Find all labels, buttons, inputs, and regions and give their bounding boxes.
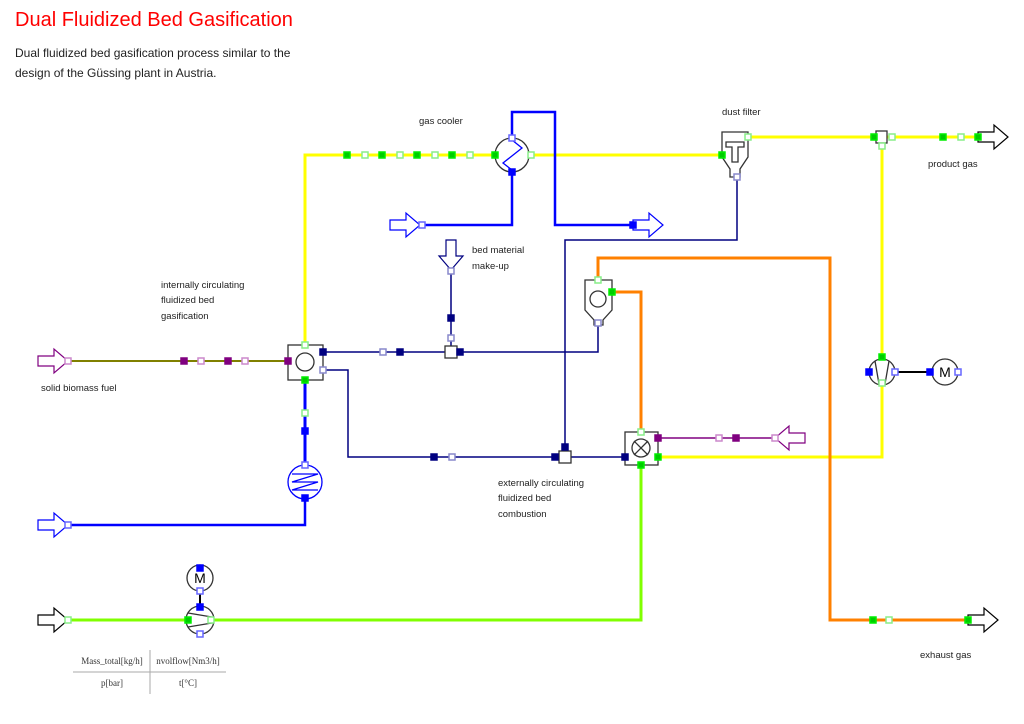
svg-text:M: M: [194, 570, 206, 586]
combustion-label: externally circulating: [498, 478, 584, 489]
stream-cooling-water-in[interactable]: [422, 172, 514, 227]
legend-pressure: p[bar]: [101, 678, 123, 688]
page-title: Dual Fluidized Bed Gasification: [15, 9, 293, 31]
dust-filter-unit[interactable]: [721, 131, 749, 178]
bed-material-label: bed material: [472, 245, 524, 256]
stream-steam[interactable]: [68, 498, 307, 527]
bed-material-source-arrow[interactable]: [437, 239, 465, 271]
exhaust-gas-label: exhaust gas: [920, 650, 971, 661]
streams: [68, 110, 978, 622]
gasifier-label: internally circulating: [161, 280, 244, 291]
cooling-water-source-arrow[interactable]: [389, 211, 421, 239]
stream-recycle-gas[interactable]: [658, 143, 884, 459]
biomass-label: solid biomass fuel: [41, 383, 117, 394]
legend-volflow: nvolflow[Nm3/h]: [156, 656, 220, 666]
gasifier-unit[interactable]: [287, 344, 324, 381]
product-gas-sink-arrow[interactable]: [977, 123, 1009, 151]
steam-superheater-unit[interactable]: [287, 464, 323, 500]
svg-text:M: M: [939, 364, 951, 380]
cooling-water-sink-arrow[interactable]: [632, 211, 664, 239]
connectors: [64, 133, 982, 638]
legend-temperature: t[°C]: [179, 678, 197, 688]
stream-char-to-combustor[interactable]: [323, 369, 625, 458]
stream-legend: Mass_total[kg/h] nvolflow[Nm3/h] p[bar] …: [73, 650, 226, 694]
product-gas-label: product gas: [928, 159, 978, 170]
gasifier-label-2: fluidized bed: [161, 295, 214, 306]
combustion-label-3: combustion: [498, 509, 547, 520]
boundary-arrows: [37, 123, 1009, 634]
dust-filter-label: dust filter: [722, 107, 761, 118]
combustor-mixer[interactable]: [558, 450, 572, 464]
gas-cooler-unit[interactable]: [494, 137, 530, 173]
air-source-arrow[interactable]: [37, 606, 69, 634]
bed-material-label-2: make-up: [472, 261, 509, 272]
biomass-source-arrow[interactable]: [37, 347, 69, 375]
exhaust-sink-arrow[interactable]: [967, 606, 999, 634]
stream-cooling-water-out[interactable]: [510, 110, 633, 227]
fuel-source-arrow[interactable]: [774, 424, 806, 452]
page-description: Dual fluidized bed gasification process …: [15, 46, 291, 80]
stream-air[interactable]: [68, 465, 643, 622]
stream-combustor-to-cyclone[interactable]: [612, 290, 643, 432]
gasifier-label-3: gasification: [161, 311, 209, 322]
cyclone-unit[interactable]: [584, 279, 613, 326]
legend-mass: Mass_total[kg/h]: [81, 656, 143, 666]
stream-raw-gas[interactable]: [303, 153, 495, 345]
solids-mixer[interactable]: [444, 345, 458, 359]
stream-filter-dust[interactable]: [564, 177, 738, 452]
stream-bed-material-return[interactable]: [451, 325, 599, 353]
combustor-unit[interactable]: [624, 431, 659, 466]
combustion-label-2: fluidized bed: [498, 493, 551, 504]
labels: gas cooler dust filter product gas bed m…: [41, 107, 978, 661]
gas-cooler-label: gas cooler: [419, 116, 463, 127]
steam-source-arrow[interactable]: [37, 511, 69, 539]
blower-motor[interactable]: M: [931, 358, 959, 386]
